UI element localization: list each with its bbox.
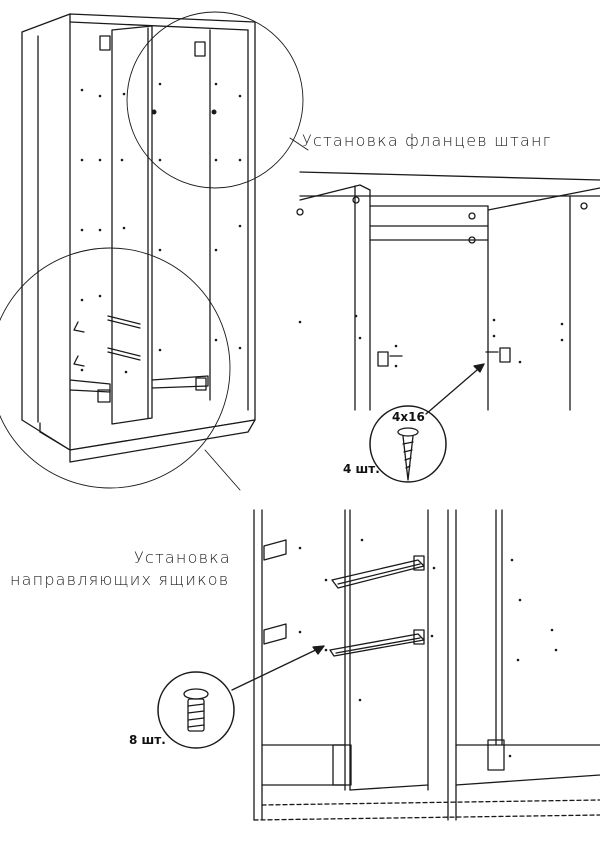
screw-size-label: 4x16 bbox=[392, 410, 425, 424]
wardrobe bbox=[21, 13, 256, 463]
drawer-rail-install-line2: направляющих ящиков bbox=[10, 570, 230, 589]
detail-circle-bottom bbox=[0, 247, 231, 489]
detail-circle-top bbox=[126, 11, 304, 189]
rail-screw-count: 8 шт. bbox=[129, 733, 166, 747]
flange-install-label: Установка фланцев штанг bbox=[302, 131, 552, 150]
rail-detail bbox=[157, 509, 600, 821]
drawer-rail-install-line1: Установка bbox=[134, 548, 231, 567]
flange-screw-count: 4 шт. bbox=[343, 462, 380, 476]
drawer-rail-install-label: Установка направляющих ящиков bbox=[10, 547, 231, 591]
flange-detail bbox=[296, 171, 600, 483]
wardrobe-screw-marks bbox=[80, 82, 242, 374]
